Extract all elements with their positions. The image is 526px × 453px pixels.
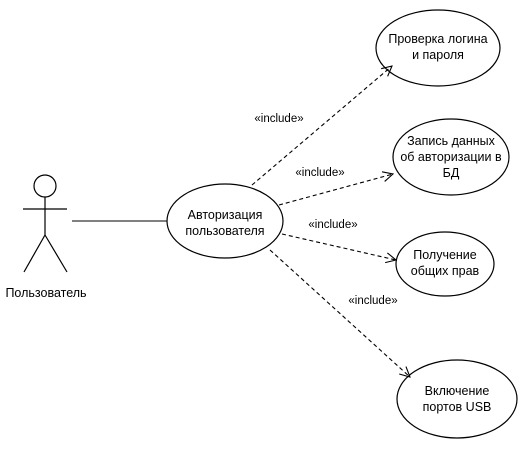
include-arrow-login-check	[251, 66, 392, 186]
use-case-login-check: Проверка логина и пароля	[375, 9, 501, 87]
use-case-label-line: об авторизации в	[400, 150, 502, 164]
use-case-label-line: Получение	[413, 248, 477, 262]
use-case-auth-record: Запись данных об авторизации в БД	[392, 118, 510, 196]
include-label: «include»	[308, 219, 357, 231]
include-label: «include»	[254, 113, 303, 125]
use-case-label-line: Запись данных	[407, 134, 496, 148]
use-case-label-line: пользователя	[185, 224, 264, 238]
actor-left-leg	[23, 234, 46, 273]
use-case-label-line: портов USB	[423, 400, 492, 414]
include-arrow-general-rights	[281, 233, 396, 260]
include-arrow-usb-enable	[269, 249, 410, 377]
actor-head	[33, 174, 57, 198]
include-arrow-auth-record	[278, 174, 393, 206]
use-case-authorization: Авторизация пользователя	[166, 183, 284, 259]
actor-label: Пользователь	[5, 286, 86, 300]
actor-right-leg	[44, 234, 68, 273]
actor-stick-figure	[23, 174, 68, 273]
use-case-label-line: Включение	[425, 384, 490, 398]
use-case-label-line: общих прав	[411, 264, 480, 278]
include-label: «include»	[295, 167, 344, 179]
include-label: «include»	[348, 295, 397, 307]
use-case-label-line: Авторизация	[188, 208, 263, 222]
use-case-label-line: БД	[443, 166, 460, 180]
use-case-label-line: Проверка логина	[388, 32, 487, 46]
use-case-usb-enable: Включение портов USB	[396, 359, 518, 439]
use-case-label-line: и пароля	[412, 48, 464, 62]
use-case-general-rights: Получение общих прав	[395, 231, 495, 297]
